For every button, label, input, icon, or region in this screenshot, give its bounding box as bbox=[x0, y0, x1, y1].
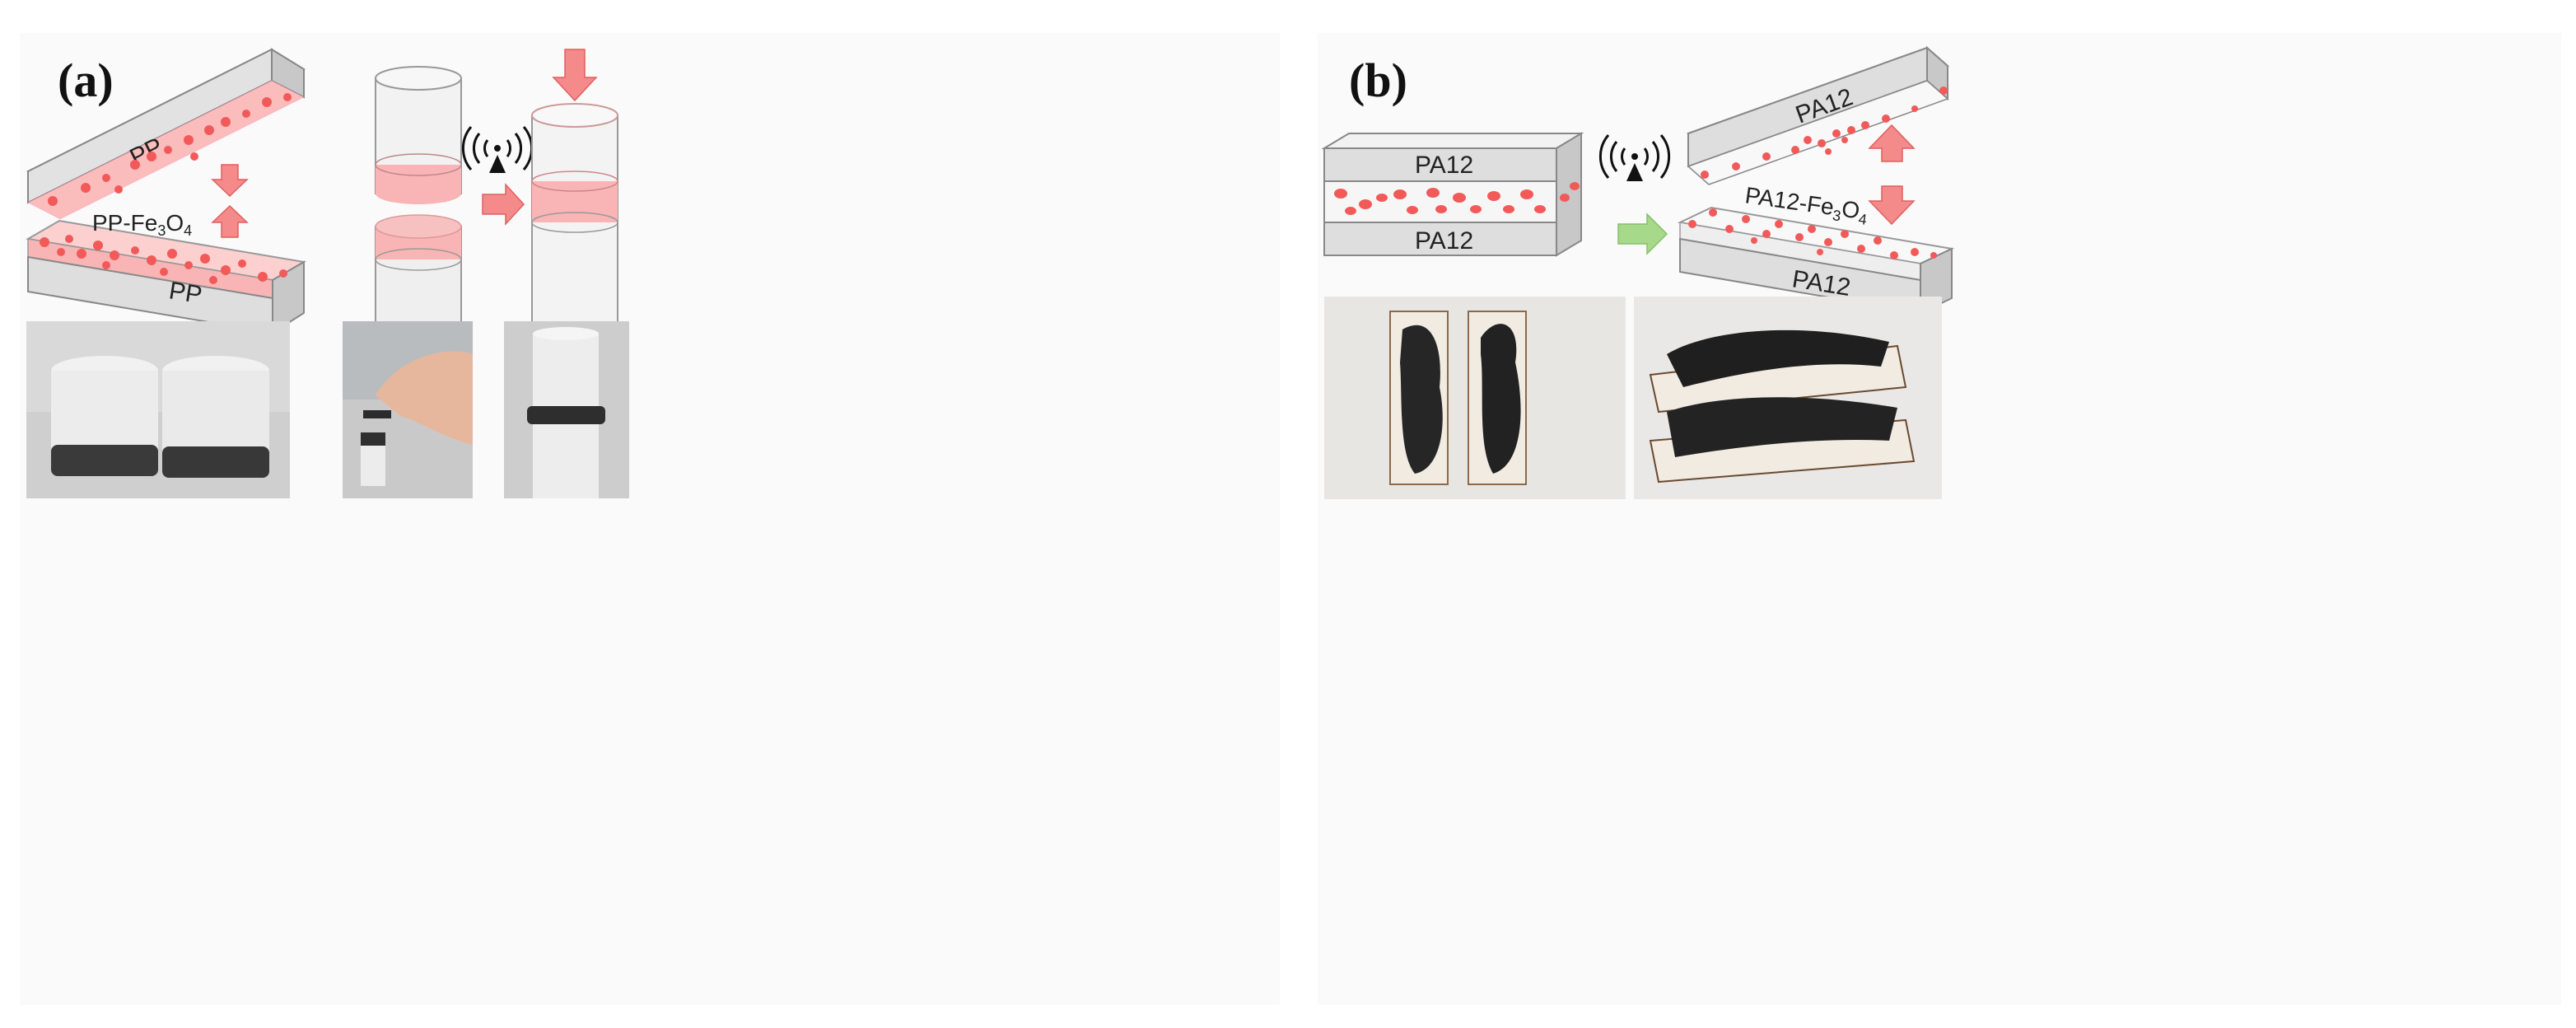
press-arrow-icon bbox=[553, 49, 596, 100]
stack-bottom-label: PA12 bbox=[1415, 227, 1473, 255]
double-arrow-icon bbox=[1869, 125, 1914, 224]
right-arrow-icon bbox=[483, 185, 524, 224]
stack-top-label: PA12 bbox=[1415, 152, 1473, 179]
pp-top-block bbox=[28, 49, 304, 219]
photo-joined-samples bbox=[1634, 297, 1942, 499]
panel-a: (a) PP bbox=[20, 33, 1280, 1005]
pp-bottom-label: PP bbox=[167, 277, 204, 309]
photo-pp-cylinders bbox=[26, 321, 290, 498]
photo-joined-cylinder bbox=[504, 321, 629, 498]
panel-b: (b) PA12 PA12 bbox=[1318, 33, 2561, 1005]
down-arrow-icon bbox=[212, 165, 247, 196]
joined-cylinder bbox=[532, 104, 618, 348]
up-arrow-icon bbox=[212, 206, 247, 237]
antenna-icon bbox=[463, 127, 531, 173]
green-right-arrow-icon bbox=[1618, 214, 1667, 254]
antenna-icon bbox=[1600, 135, 1668, 181]
photo-hand-assembly bbox=[343, 321, 473, 498]
upper-cylinder bbox=[376, 67, 461, 204]
photo-separated-samples bbox=[1324, 297, 1626, 499]
pp-fe3o4-label: PP-Fe3O4 bbox=[92, 210, 192, 239]
